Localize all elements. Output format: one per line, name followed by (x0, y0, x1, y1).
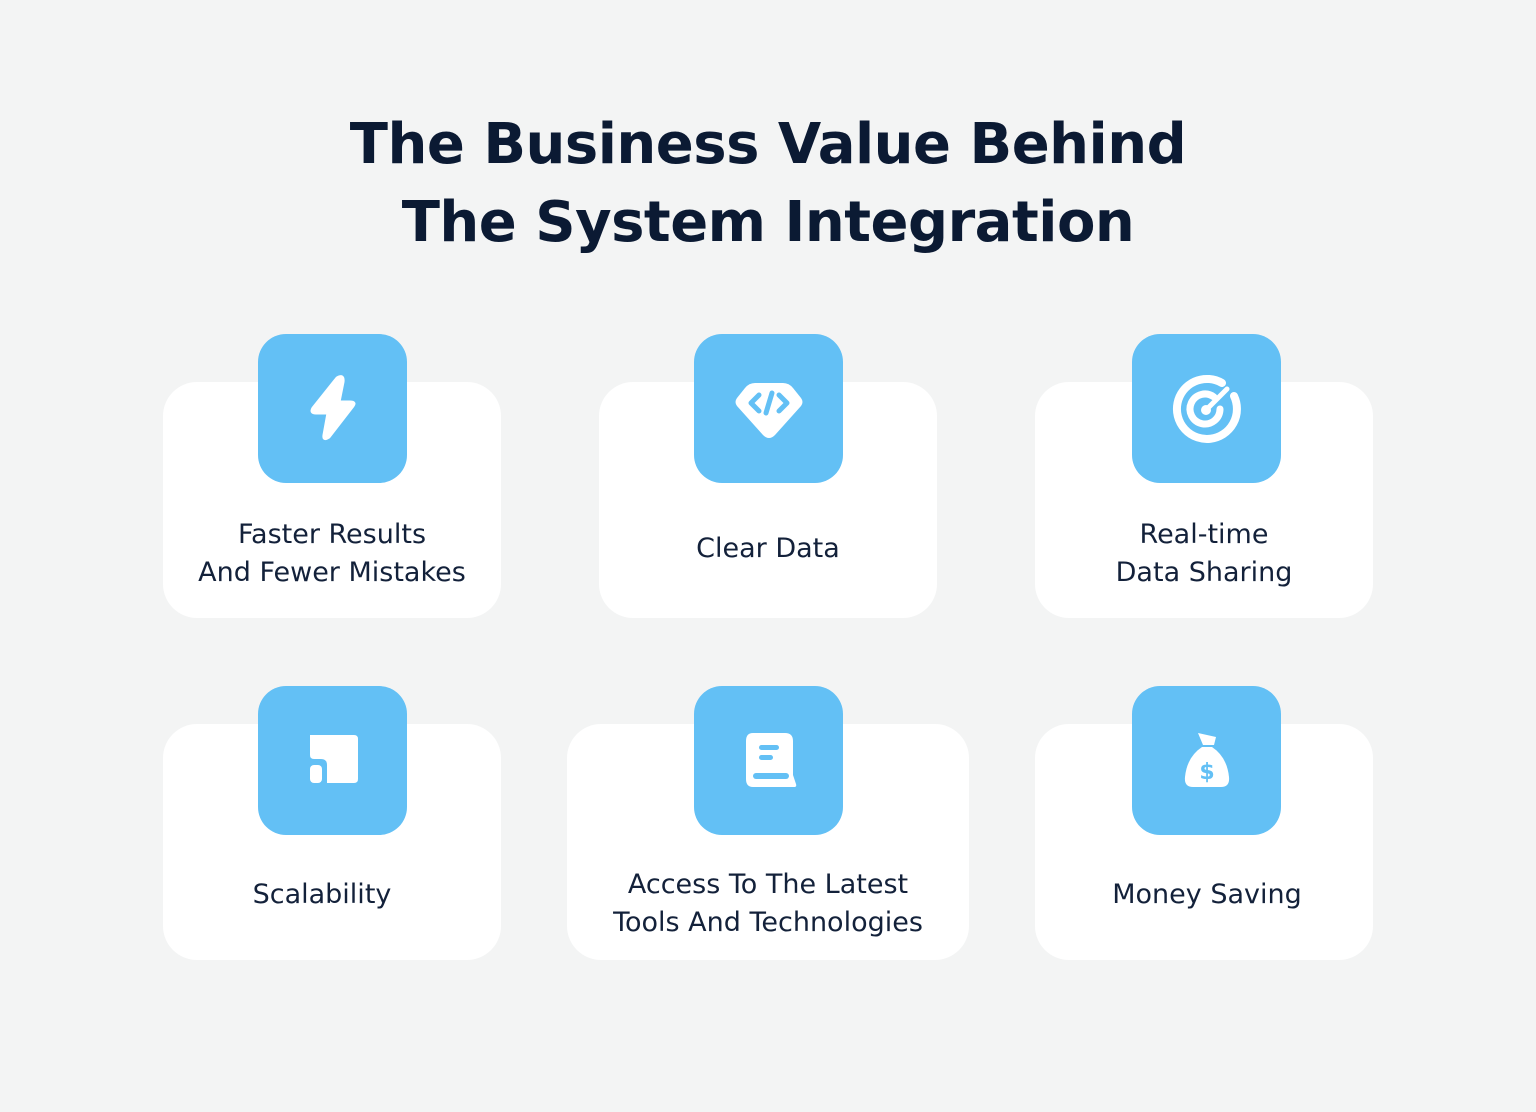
page-title: The Business Value Behind The System Int… (0, 106, 1536, 262)
card-label-latest-tools: Access To The Latest Tools And Technolog… (613, 869, 923, 938)
lightning-bolt-icon (310, 374, 355, 440)
card-label-real-time: Real-time Data Sharing (1115, 519, 1293, 588)
title-line-1: The Business Value Behind (349, 111, 1187, 177)
card-label-faster-results: Faster Results And Fewer Mistakes (198, 519, 466, 588)
code-shield-icon (735, 382, 802, 438)
icon-tile-real-time (1132, 334, 1281, 483)
icon-tile-faster-results (258, 334, 407, 483)
scale-blocks-icon (309, 734, 358, 783)
money-bag-icon: $ (1184, 732, 1229, 787)
icon-tile-clear-data (694, 334, 843, 483)
card-label-scalability: Scalability (252, 879, 392, 910)
card-label-money-saving: Money Saving (1112, 879, 1302, 910)
icon-tile-money-saving: $ (1132, 686, 1281, 835)
svg-text:$: $ (1199, 760, 1214, 785)
icon-tile-latest-tools (694, 686, 843, 835)
target-icon (1172, 374, 1241, 443)
card-label-clear-data: Clear Data (696, 533, 840, 564)
title-line-2: The System Integration (401, 189, 1135, 255)
book-icon (745, 732, 796, 787)
icon-tile-scalability (258, 686, 407, 835)
